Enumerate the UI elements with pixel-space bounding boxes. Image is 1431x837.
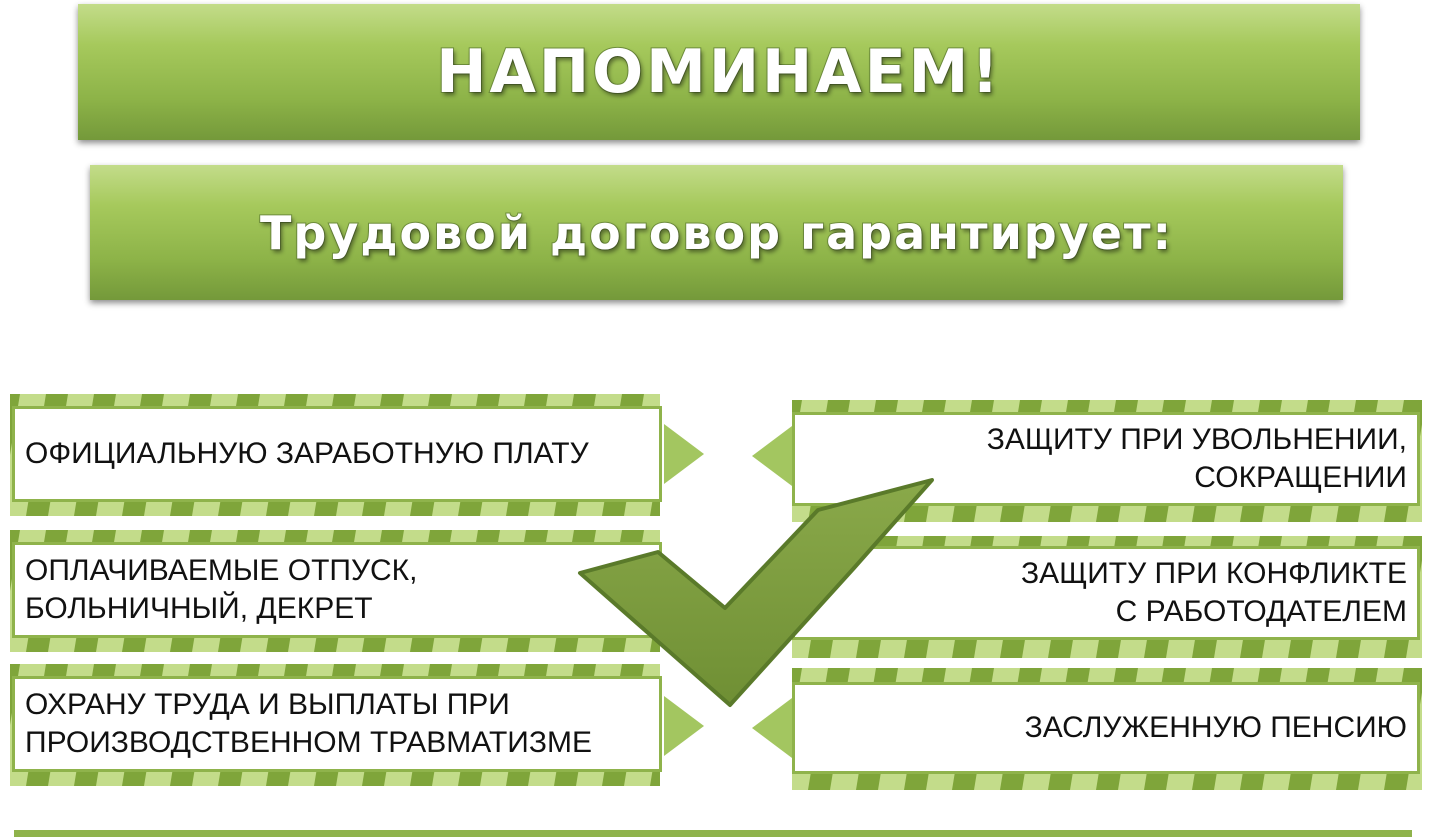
chevron-right-icon bbox=[664, 424, 704, 484]
left-item-safety: ОХРАНУ ТРУДА И ВЫПЛАТЫ ПРИ ПРОИЗВОДСТВЕН… bbox=[12, 676, 662, 772]
chevron-right-icon bbox=[664, 696, 704, 756]
bottom-divider bbox=[14, 830, 1412, 837]
right-item-label: ЗАСЛУЖЕННУЮ ПЕНСИЮ bbox=[1024, 711, 1407, 744]
chevron-left-icon bbox=[752, 698, 792, 758]
right-item-label: ЗАЩИТУ ПРИ КОНФЛИКТЕ С РАБОТОДАТЕЛЕМ bbox=[1020, 557, 1407, 628]
page-subtitle: Трудовой договор гарантирует: bbox=[259, 205, 1173, 261]
chevron-left-icon bbox=[752, 426, 792, 486]
left-item-label: ОХРАНУ ТРУДА И ВЫПЛАТЫ ПРИ ПРОИЗВОДСТВЕН… bbox=[25, 688, 592, 759]
left-item-label: ОФИЦИАЛЬНУЮ ЗАРАБОТНУЮ ПЛАТУ bbox=[25, 437, 589, 470]
subtitle-banner: Трудовой договор гарантирует: bbox=[90, 165, 1343, 300]
right-item-conflict: ЗАЩИТУ ПРИ КОНФЛИКТЕ С РАБОТОДАТЕЛЕМ bbox=[792, 546, 1420, 640]
right-item-pension: ЗАСЛУЖЕННУЮ ПЕНСИЮ bbox=[792, 682, 1420, 774]
title-banner: НАПОМИНАЕМ! bbox=[78, 4, 1360, 140]
left-item-label: ОПЛАЧИВАЕМЫЕ ОТПУСК, БОЛЬНИЧНЫЙ, ДЕКРЕТ bbox=[25, 554, 418, 625]
checkmark-icon bbox=[578, 478, 934, 707]
left-item-vacation: ОПЛАЧИВАЕМЫЕ ОТПУСК, БОЛЬНИЧНЫЙ, ДЕКРЕТ bbox=[12, 542, 662, 638]
right-item-label: ЗАЩИТУ ПРИ УВОЛЬНЕНИИ, СОКРАЩЕНИИ bbox=[986, 423, 1407, 494]
page-title: НАПОМИНАЕМ! bbox=[435, 36, 1002, 108]
left-item-salary: ОФИЦИАЛЬНУЮ ЗАРАБОТНУЮ ПЛАТУ bbox=[12, 406, 662, 502]
